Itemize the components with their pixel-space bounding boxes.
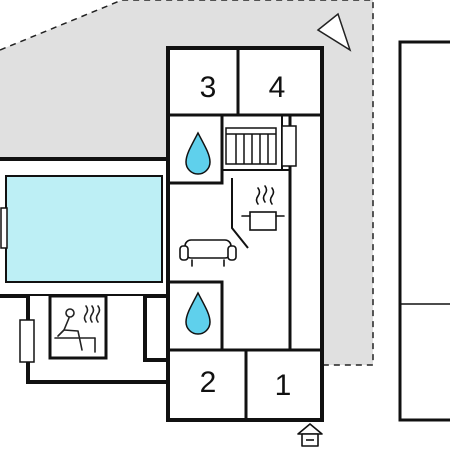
terrace-area <box>0 0 373 365</box>
pool-ladder <box>0 207 8 249</box>
radiator-wall-unit <box>281 125 297 167</box>
kitchen-partition <box>231 178 249 249</box>
room-2-label: 2 <box>200 366 217 399</box>
room-3-label: 3 <box>200 71 217 104</box>
water-drop-icon <box>185 291 211 335</box>
sauna-icon <box>54 305 101 353</box>
north-arrow-icon <box>316 12 352 52</box>
sauna-room <box>48 294 108 360</box>
terrace-dashed-boundary <box>0 0 374 366</box>
entrance-house-icon <box>297 423 323 447</box>
bathroom-lower <box>168 280 224 350</box>
annex-heater <box>19 319 35 363</box>
room-4-label: 4 <box>269 71 286 104</box>
pool-water <box>5 175 163 283</box>
sofa-icon <box>179 239 237 267</box>
radiator-icon <box>225 127 277 165</box>
water-drop-icon <box>185 131 211 175</box>
cooking-pot-icon <box>241 185 285 231</box>
room-1-label: 1 <box>275 369 292 402</box>
neighbour-building <box>398 40 450 422</box>
